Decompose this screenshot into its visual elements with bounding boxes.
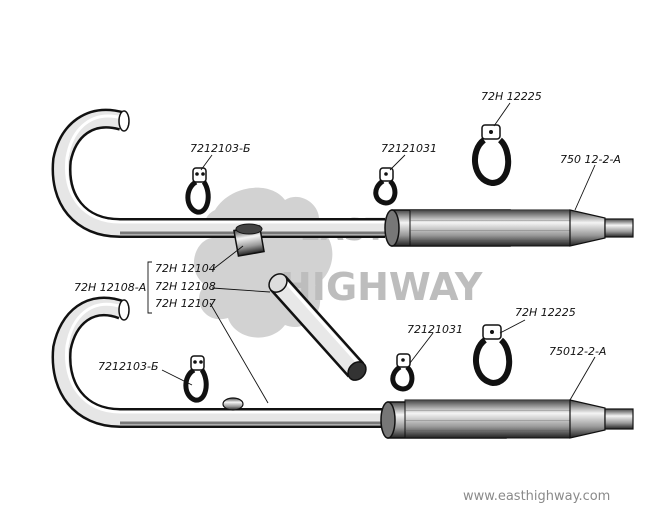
upper-hanger: [185, 167, 211, 215]
lower-exhaust-pipe: [51, 296, 382, 428]
watermark-line2: HIGHWAY: [280, 265, 483, 309]
lower-hanger: [183, 355, 209, 403]
label-assembly: 72Н 12108-А: [74, 281, 146, 294]
upper-clamp-large: [471, 124, 512, 187]
leader-lines: [147, 102, 596, 404]
lower-muffler: [380, 399, 634, 439]
label-group-1: 72Н 12104: [155, 262, 216, 275]
label-lower-hanger: 7212103-Б: [98, 360, 159, 373]
lower-clamp-large: [472, 324, 513, 387]
label-upper-muffler: 750 12-2-А: [560, 153, 621, 166]
crossover-pipe: [268, 273, 367, 381]
upper-muffler: [384, 209, 634, 247]
watermark-url: www.easthighway.com: [463, 489, 610, 504]
label-lower-clamp-small: 72121031: [407, 323, 463, 336]
label-lower-clamp-large: 72Н 12225: [515, 306, 576, 319]
label-group-3: 72Н 12107: [155, 297, 216, 310]
label-upper-clamp-large: 72Н 12225: [481, 90, 542, 103]
label-upper-hanger: 7212103-Б: [190, 142, 251, 155]
lower-clamp-small: [390, 353, 415, 392]
upper-clamp-small: [373, 167, 398, 206]
label-group-2: 72Н 12108: [155, 280, 216, 293]
label-upper-clamp-small: 72121031: [381, 142, 437, 155]
label-lower-muffler: 75012-2-А: [549, 345, 606, 358]
connector-sleeve: [233, 223, 265, 257]
